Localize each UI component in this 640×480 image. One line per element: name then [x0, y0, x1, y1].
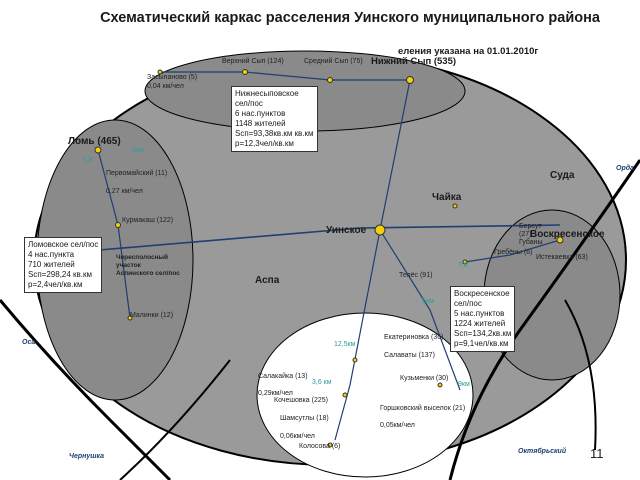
label-kurmakash: Курмакаш (122) [122, 217, 173, 224]
label-verkhny-syp: Верхний Сып (124) [222, 57, 284, 65]
label-aspa: Аспа [255, 275, 280, 286]
info-line: 5 нас.пунктов [454, 309, 505, 318]
info-line: р=12,3чел/кв.км [235, 139, 294, 148]
label-kuzmenki: Кузьменки (30) [400, 375, 448, 382]
dot-voskresenskoe [556, 236, 564, 244]
label-uinskoe: Уинское [326, 225, 367, 236]
label-grebeny: Гребёны (6) [494, 248, 532, 256]
info-line: сел/пос [454, 299, 482, 308]
label-solavaty: Салаваты (137) [384, 352, 435, 359]
dot-chaika [452, 203, 458, 209]
label-salaksyka: Салакайка (13) [258, 372, 308, 380]
dot-verkhny-syp [242, 69, 248, 75]
label-salaksyka-info: 0,29км/чел [258, 390, 293, 397]
label-shamsutly-info: 0,06км/чел [280, 433, 315, 440]
label-shamsutly: Шамсутлы (18) [280, 415, 329, 422]
label-gubany: Губаны [519, 238, 543, 246]
road-label-chernushka: Чернушка [69, 453, 104, 460]
info-box-nizhnesyp: Нижнесыповское сел/пос 6 нас.пунктов 114… [231, 86, 318, 152]
info-line: Нижнесыповское [235, 89, 299, 98]
label-gorshkovsky: Горшковский выселок (21) [380, 404, 465, 412]
diagram-subtitle: еления указана на 01.01.2010г [398, 46, 539, 57]
label-telez: Телёс (91) [399, 272, 432, 279]
road-osa [0, 299, 172, 480]
dot-zasyparovo [157, 69, 163, 75]
link-voskresenskoe [464, 239, 561, 263]
label-malinovka: Малинки (12) [130, 312, 173, 319]
info-line: 710 жителей [28, 260, 75, 269]
link-syp-uinskoe [379, 79, 411, 231]
dot-kurmakash [115, 222, 121, 228]
road-label-oktyabrsky: Октябрьский [518, 447, 567, 455]
info-line: 6 нас.пунктов [235, 109, 286, 118]
info-line: 4 нас.пункта [28, 250, 75, 259]
distance-9km: 9км [458, 381, 470, 388]
distance-3km: 3км [132, 147, 144, 154]
label-uchastok-2: участок [116, 262, 142, 269]
info-line: р=9,1чел/кв.км [454, 339, 509, 348]
dot-nizhny-syp [406, 76, 414, 84]
info-line: р=2,4чел/кв.км [28, 280, 83, 289]
distance-5-8: 5,8 [83, 157, 93, 164]
page-number: 11 [590, 446, 604, 461]
dot-kochesovka [342, 392, 348, 398]
road-orda [448, 159, 640, 480]
label-nizhny-syp: Нижний Сып (535) [371, 56, 456, 67]
label-kochesovka: Кочешовка (225) [274, 397, 328, 404]
link-uinskoe-south [334, 229, 381, 441]
label-lom: Ломь (465) [68, 136, 121, 147]
dot-telez [462, 259, 468, 265]
diagram-title: Схематический каркас расселения Уинского… [100, 10, 600, 26]
label-pervomaisky-info: 0,27 км/чел [106, 188, 143, 195]
distance-3-6km: 3,6 км [312, 379, 332, 386]
info-line: Sсп=298,24 кв.км [28, 270, 93, 279]
road-chernushka [119, 359, 231, 480]
info-line: 1148 жителей [235, 119, 286, 128]
dot-uinskoe [374, 224, 386, 236]
road-label-osa: Оса [22, 339, 35, 346]
road-label-orda: Орда [616, 164, 634, 172]
label-ekaterinovka: Екатериновка (36) [384, 334, 443, 341]
label-gorshkovsky-info: 0,05км/чел [380, 422, 415, 429]
info-line: Воскресенское [454, 289, 510, 298]
road-oktyabrsky [564, 299, 597, 451]
dot-ekaterinovka [352, 357, 358, 363]
link-syp [160, 71, 410, 81]
label-kolosovka: Колосова (6) [299, 443, 340, 450]
info-line: сел/пос [235, 99, 263, 108]
dot-lom [94, 146, 102, 154]
distance-12-5km: 12,5км [334, 341, 356, 348]
dot-kuzmenki [437, 382, 443, 388]
label-zasyparovo-info: 0,04 км/чел [147, 83, 184, 90]
info-line: Sсп=134,2кв.км [454, 329, 512, 338]
label-pervomaisky: Первомайский (11) [106, 169, 167, 177]
label-istekaevka: Истекаевка (63) [536, 254, 588, 261]
label-voskresenskoe: Воскресенское [530, 229, 605, 240]
label-bersut-2: (27) [519, 231, 531, 238]
info-line: 1224 жителей [454, 319, 506, 328]
label-sredny-syp: Средний Сып (75) [304, 57, 363, 65]
link-uinskoe-east [379, 229, 461, 391]
distance-7-8: 7,8 [458, 262, 468, 269]
road-lom-uinskoe [39, 224, 561, 256]
info-line: Ломовское сел/пос [28, 240, 99, 249]
zone-uinskoe-center [256, 312, 474, 478]
info-line: Sсп=93,38кв.км кв.км [235, 129, 314, 138]
label-chaika: Чайка [432, 192, 462, 203]
info-box-voskresenskoe: Воскресенское сел/пос 5 нас.пунктов 1224… [450, 286, 516, 352]
label-uchastok-1: Чересполосный [116, 253, 168, 261]
dot-malinovka [127, 315, 133, 321]
label-uchastok-3: Аспинского сел/пос [116, 270, 180, 277]
label-suda: Суда [550, 170, 575, 181]
label-bersut-1: Берсут [519, 223, 542, 230]
label-zasyparovo: Засыпаново (5) [147, 74, 197, 81]
info-box-lomovskoe: Ломовское сел/пос 4 нас.пункта 710 жител… [24, 237, 103, 293]
dot-kolosovka [327, 442, 333, 448]
distance-5km: 5км [422, 298, 434, 305]
dot-sredny-syp [327, 77, 333, 83]
